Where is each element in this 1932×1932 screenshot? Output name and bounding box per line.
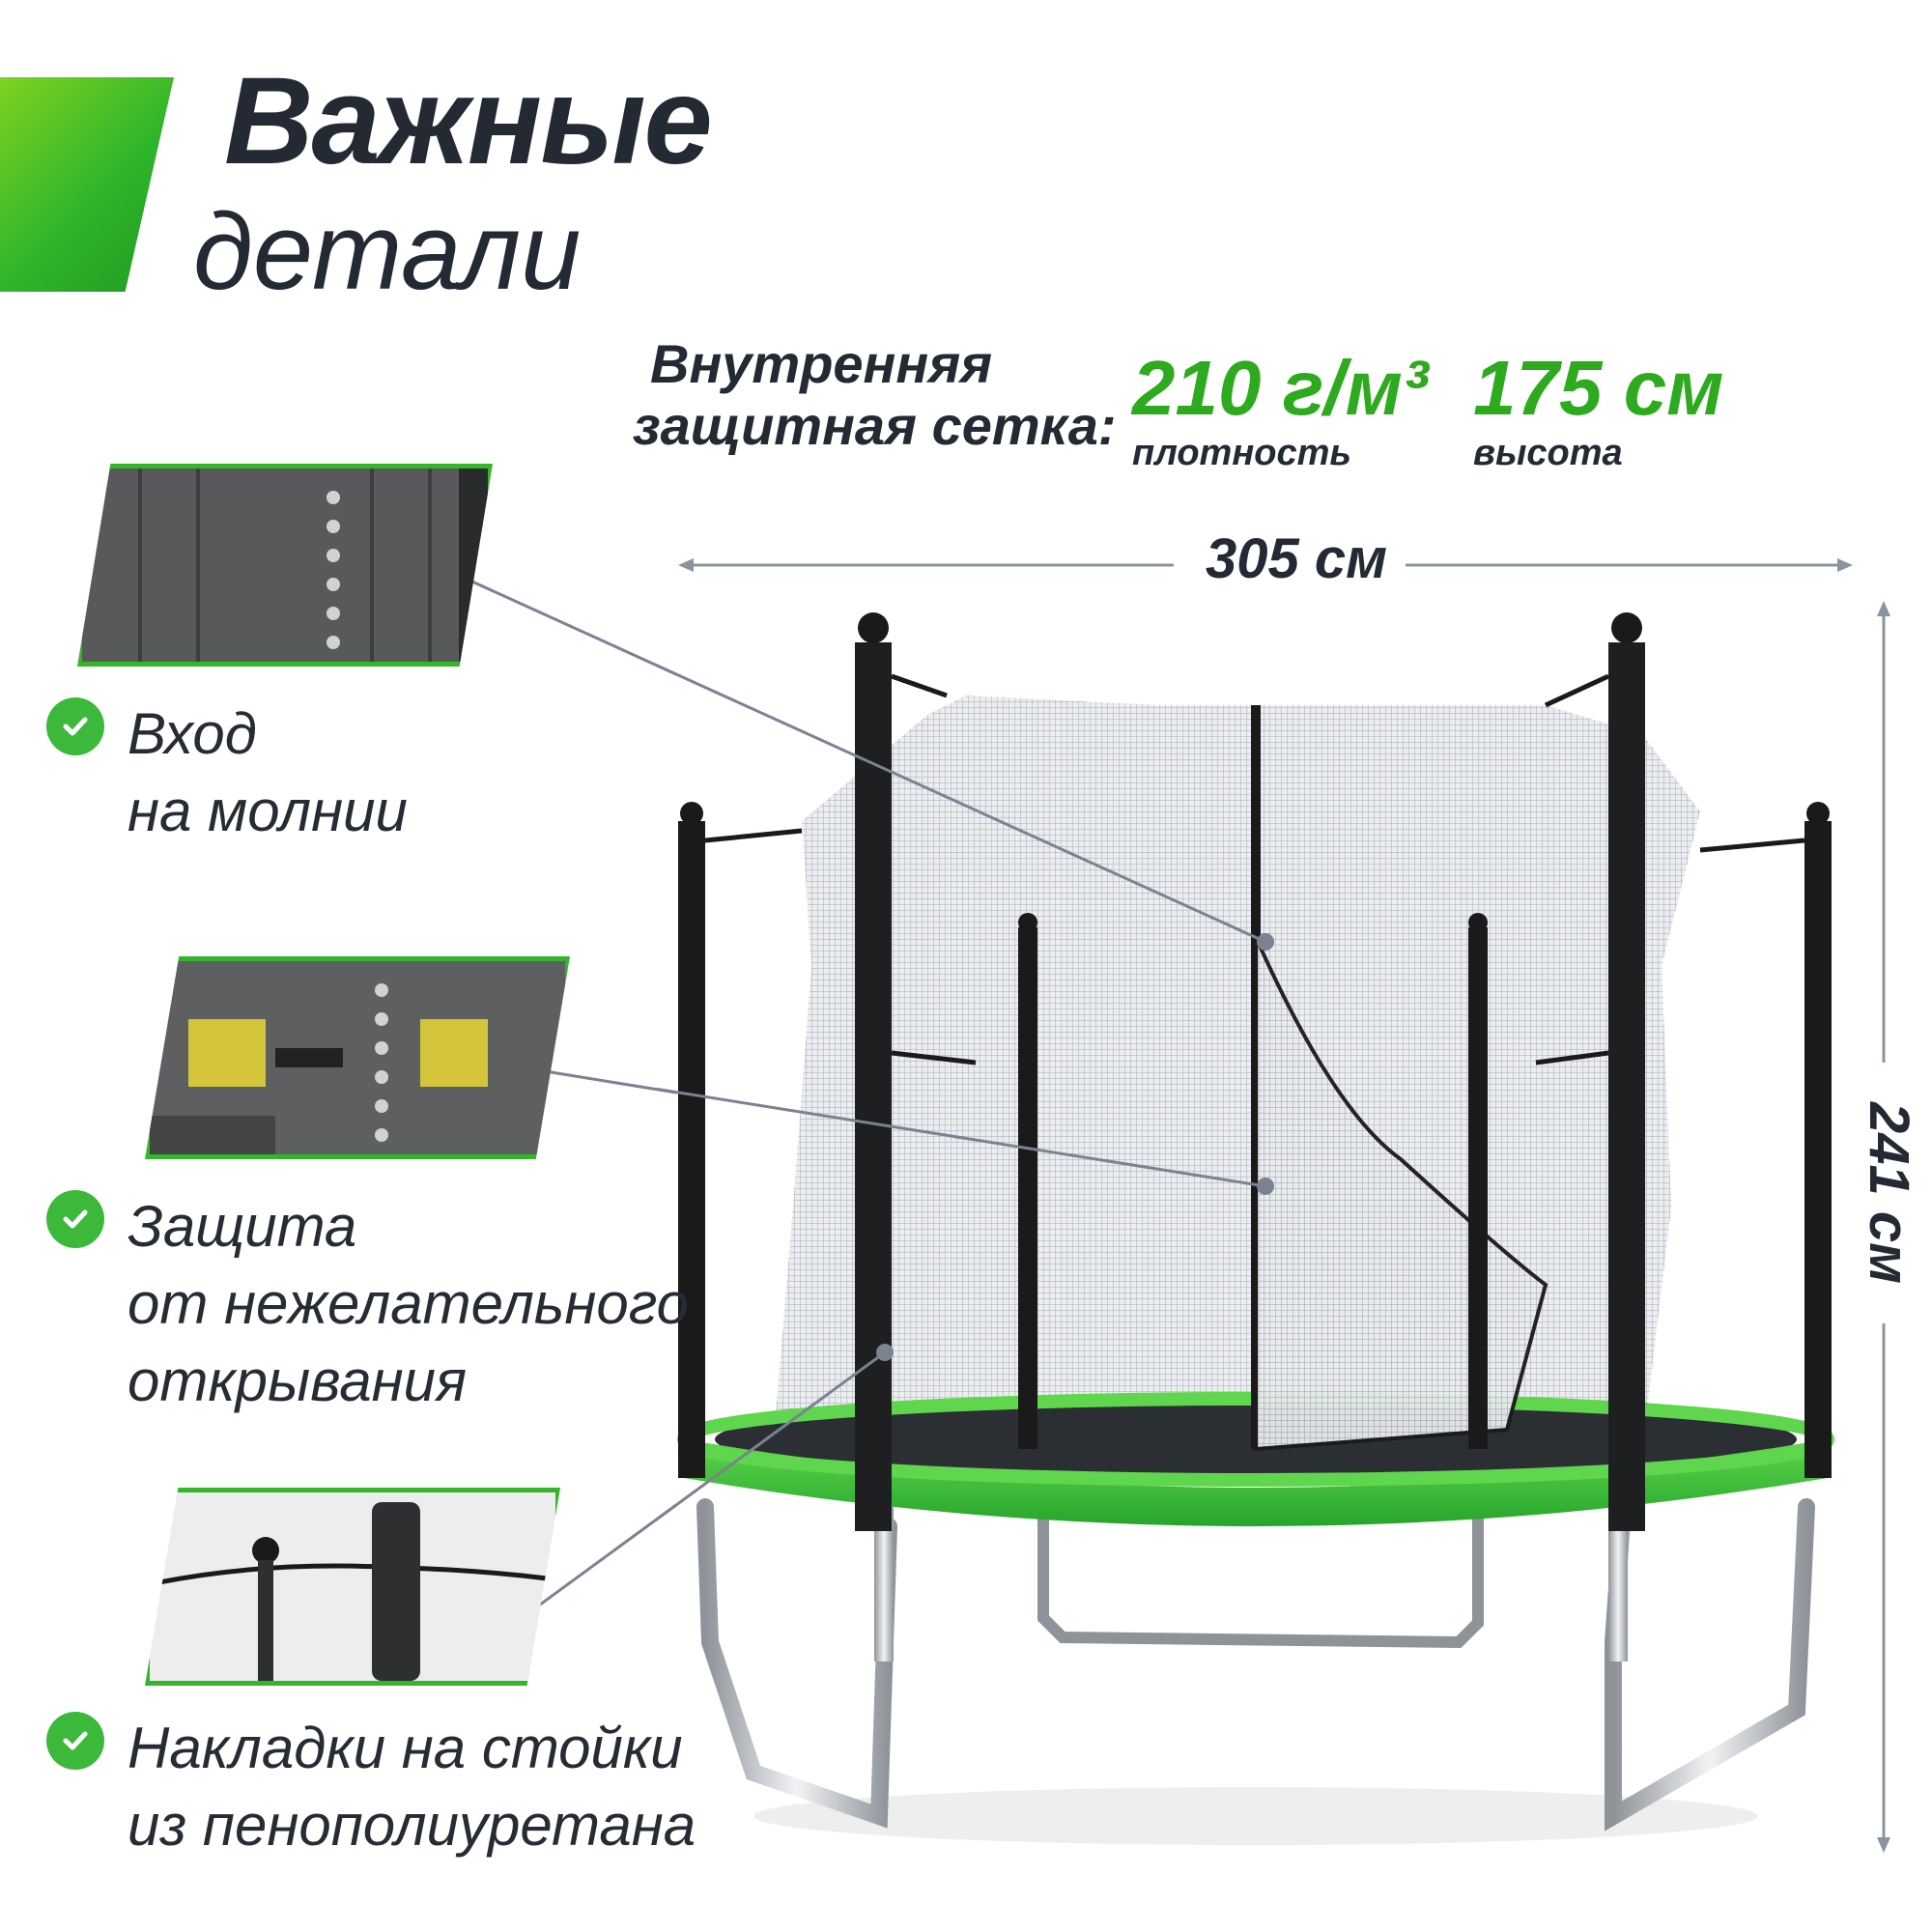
height-value: 175 см — [1473, 345, 1724, 431]
trampoline-image — [657, 612, 1834, 1845]
spec-label-line2: защитная сетка: — [633, 395, 1117, 456]
feature-zipper-line2: на молнии — [128, 779, 408, 843]
buckle-detail-image — [150, 961, 565, 1154]
feature-lock-line3: открывания — [128, 1349, 468, 1413]
density-spec: 210 г/м³ плотность — [1132, 345, 1429, 473]
buckle-detail-photo — [145, 956, 570, 1159]
check-icon — [46, 1190, 104, 1248]
page-title-line2: детали — [193, 191, 582, 312]
height-dimension-label: 241 см — [1858, 1101, 1920, 1285]
width-dimension-line — [678, 558, 1853, 572]
density-value: 210 г/м³ — [1132, 345, 1429, 431]
accent-bar — [0, 77, 174, 292]
feature-zipper-line1: Вход — [128, 701, 257, 766]
padding-detail-photo — [145, 1488, 560, 1686]
feature-lock-line1: Защита — [128, 1194, 357, 1259]
spec-label: Внутренняя защитная сетка: — [633, 333, 1117, 457]
height-label: высота — [1473, 433, 1623, 473]
zipper-detail-photo — [77, 464, 493, 667]
height-spec: 175 см высота — [1473, 345, 1724, 473]
feature-lock-line2: от нежелательного — [128, 1271, 690, 1336]
spec-label-line1: Внутренняя — [650, 333, 993, 394]
width-dimension-label: 305 см — [1206, 527, 1388, 590]
padding-detail-image — [150, 1492, 555, 1681]
density-label: плотность — [1132, 433, 1351, 473]
feature-padding-line1: Накладки на стойки — [128, 1716, 683, 1780]
page-title-line1: Важные — [224, 52, 713, 190]
zipper-detail-image — [82, 469, 488, 662]
feature-padding-line2: из пенополиуретана — [128, 1793, 696, 1858]
check-icon — [46, 1712, 104, 1770]
height-dimension-line — [1877, 601, 1890, 1853]
check-icon — [46, 697, 104, 755]
